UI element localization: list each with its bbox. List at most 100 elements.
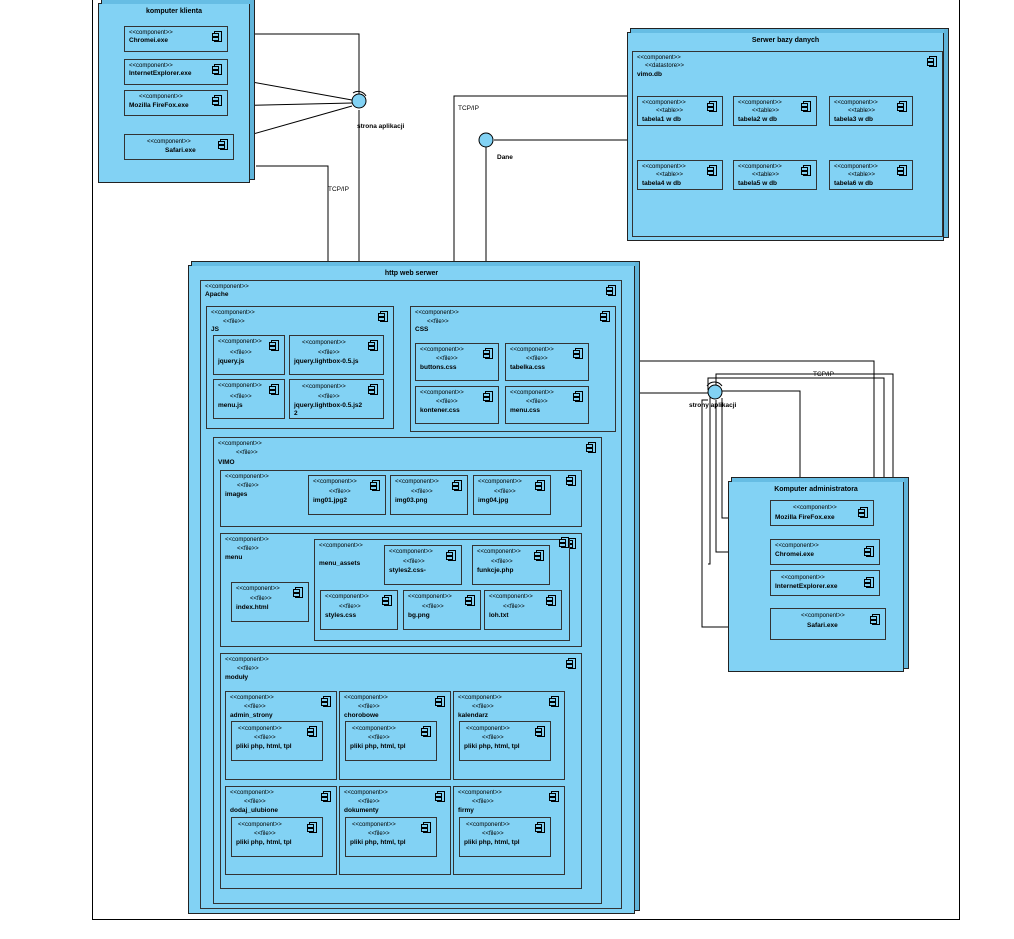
- file-tabelka-css[interactable]: <<component>> <<file>> tabelka.css: [505, 343, 589, 381]
- stereotype: <<component>>: [325, 594, 369, 600]
- stereotype: <<file>>: [482, 831, 504, 837]
- stereotype: <<file>>: [491, 559, 513, 565]
- node-title: komputer klienta: [145, 8, 202, 15]
- file-buttons-css[interactable]: <<component>> <<file>> buttons.css: [415, 343, 499, 381]
- component-chromei[interactable]: <<component>> Chromei.exe: [124, 26, 228, 52]
- component-icon: [864, 546, 874, 557]
- stereotype: <<file>>: [244, 704, 266, 710]
- file-menu-js[interactable]: <<component>> <<file>> menu.js: [213, 379, 285, 419]
- stereotype: <<file>>: [472, 704, 494, 710]
- table-tabela5[interactable]: <<component>> <<table>> tabela5 w db: [733, 160, 817, 190]
- component-mozilla-firefox[interactable]: <<component>> Mozilla FireFox.exe: [124, 90, 228, 116]
- file-funkcje-php[interactable]: <<component>> <<file>> funkcje.php: [472, 545, 550, 585]
- file-menu-css[interactable]: <<component>> <<file>> menu.css: [505, 386, 589, 424]
- component-name: Safari.exe: [165, 147, 196, 154]
- file-loh-txt[interactable]: <<component>> <<file>> loh.txt: [484, 590, 562, 630]
- stereotype: <<component>>: [415, 310, 459, 316]
- node-title: Komputer administratora: [774, 486, 858, 493]
- component-icon: [269, 384, 279, 395]
- component-icon: [446, 550, 456, 561]
- component-icon: [573, 348, 583, 359]
- file-name: pliki php, html, tpl: [350, 743, 406, 750]
- stereotype: <<component>>: [642, 100, 686, 106]
- stereotype: <<component>>: [352, 822, 396, 828]
- stereotype: <<file>>: [244, 799, 266, 805]
- stereotype: <<component>>: [489, 594, 533, 600]
- component-icon: [559, 537, 569, 548]
- stereotype: <<file>>: [482, 735, 504, 741]
- file-jquery-js[interactable]: <<component>> <<file>> jquery.js: [213, 335, 285, 375]
- module-files-chorobowe[interactable]: <<component>> <<file>> pliki php, html, …: [345, 721, 437, 761]
- table-tabela2[interactable]: <<component>> <<table>> tabela2 w db: [733, 96, 817, 126]
- admin-component-mozilla-firefox[interactable]: <<component>> Mozilla FireFox.exe: [770, 500, 874, 526]
- admin-component-safari[interactable]: <<component>> Safari.exe: [770, 608, 886, 640]
- stereotype: <<component>>: [319, 543, 363, 549]
- component-icon: [566, 658, 576, 669]
- node-title: Serwer bazy danych: [751, 37, 820, 44]
- file-styles2-css[interactable]: <<component>> <<file>> styles2.css-: [384, 545, 462, 585]
- stereotype: <<component>>: [781, 575, 825, 581]
- component-icon: [534, 550, 544, 561]
- stereotype: <<component>>: [236, 586, 280, 592]
- component-icon: [864, 577, 874, 588]
- file-name: styles.css: [325, 612, 357, 619]
- component-icon: [535, 480, 545, 491]
- component-icon: [858, 507, 868, 518]
- file-bg-png[interactable]: <<component>> <<file>> bg.png: [403, 590, 481, 630]
- stereotype: <<component>>: [230, 790, 274, 796]
- file-index-html[interactable]: <<component>> <<file>> index.html: [231, 582, 309, 622]
- datastore-vimo-db[interactable]: <<component>> <<datastore>> vimo.db: [632, 51, 943, 237]
- file-img03[interactable]: <<component>> <<file>> img03.png: [390, 475, 468, 515]
- admin-component-chromei[interactable]: <<component>> Chromei.exe: [770, 539, 880, 565]
- module-files-kalendarz[interactable]: <<component>> <<file>> pliki php, html, …: [459, 721, 551, 761]
- label-tcp-ip-client: TCP/IP: [328, 186, 349, 193]
- component-icon: [535, 726, 545, 737]
- component-icon: [212, 64, 222, 75]
- component-internetexplorer[interactable]: <<component>> InternetExplorer.exe: [124, 59, 228, 85]
- admin-component-internetexplorer[interactable]: <<component>> InternetExplorer.exe: [770, 570, 880, 596]
- table-tabela1[interactable]: <<component>> <<table>> tabela1 w db: [637, 96, 723, 126]
- stereotype: <<table>>: [848, 172, 876, 178]
- module-files-dokumenty[interactable]: <<component>> <<file>> pliki php, html, …: [345, 817, 437, 857]
- stereotype: <<component>>: [344, 695, 388, 701]
- file-styles-css[interactable]: <<component>> <<file>> styles.css: [320, 590, 398, 630]
- module-files-dodaj-ulubione[interactable]: <<component>> <<file>> pliki php, html, …: [231, 817, 323, 857]
- component-icon: [218, 139, 228, 150]
- file-jquery-lightbox-js[interactable]: <<component>> <<file>> jquery.lightbox-0…: [289, 335, 384, 375]
- component-icon: [586, 442, 596, 453]
- stereotype: <<component>>: [218, 339, 262, 345]
- table-tabela4[interactable]: <<component>> <<table>> tabela4 w db: [637, 160, 723, 190]
- file-kontener-css[interactable]: <<component>> <<file>> kontener.css: [415, 386, 499, 424]
- table-name: tabela4 w db: [642, 180, 682, 187]
- stereotype: <<component>>: [801, 613, 845, 619]
- file-name: menu.css: [510, 407, 540, 414]
- node-title: http web serwer: [384, 270, 439, 277]
- table-tabela3[interactable]: <<component>> <<table>> tabela3 w db: [829, 96, 913, 126]
- stereotype: <<component>>: [225, 537, 269, 543]
- component-safari[interactable]: <<component>> Safari.exe: [124, 134, 234, 160]
- stereotype: <<component>>: [225, 474, 269, 480]
- stereotype: <<file>>: [472, 799, 494, 805]
- table-name: tabela6 w db: [834, 180, 874, 187]
- component-name: Chromei.exe: [775, 551, 815, 558]
- component-name: menu: [225, 554, 243, 561]
- file-img04[interactable]: <<component>> <<file>> img04.jpg: [473, 475, 551, 515]
- stereotype: <<file>>: [411, 489, 433, 495]
- component-icon: [801, 101, 811, 112]
- component-icon: [307, 726, 317, 737]
- component-name: JS: [211, 326, 219, 333]
- file-img01[interactable]: <<component>> <<file>> img01.jpg2: [308, 475, 386, 515]
- component-icon: [421, 822, 431, 833]
- module-files-firmy[interactable]: <<component>> <<file>> pliki php, html, …: [459, 817, 551, 857]
- stereotype: <<file>>: [427, 319, 449, 325]
- stereotype: <<component>>: [420, 347, 464, 353]
- component-icon: [212, 31, 222, 42]
- module-files-admin-strony[interactable]: <<component>> <<file>> pliki php, html, …: [231, 721, 323, 761]
- stereotype: <<component>>: [834, 164, 878, 170]
- table-tabela6[interactable]: <<component>> <<table>> tabela6 w db: [829, 160, 913, 190]
- file-jquery-lightbox-js2[interactable]: <<component>> <<file>> jquery.lightbox-0…: [289, 379, 384, 419]
- stereotype: <<table>>: [752, 108, 780, 114]
- stereotype: <<file>>: [318, 394, 340, 400]
- label-strony-aplikacji: strony aplikacji: [689, 402, 737, 409]
- stereotype: <<component>>: [129, 30, 173, 36]
